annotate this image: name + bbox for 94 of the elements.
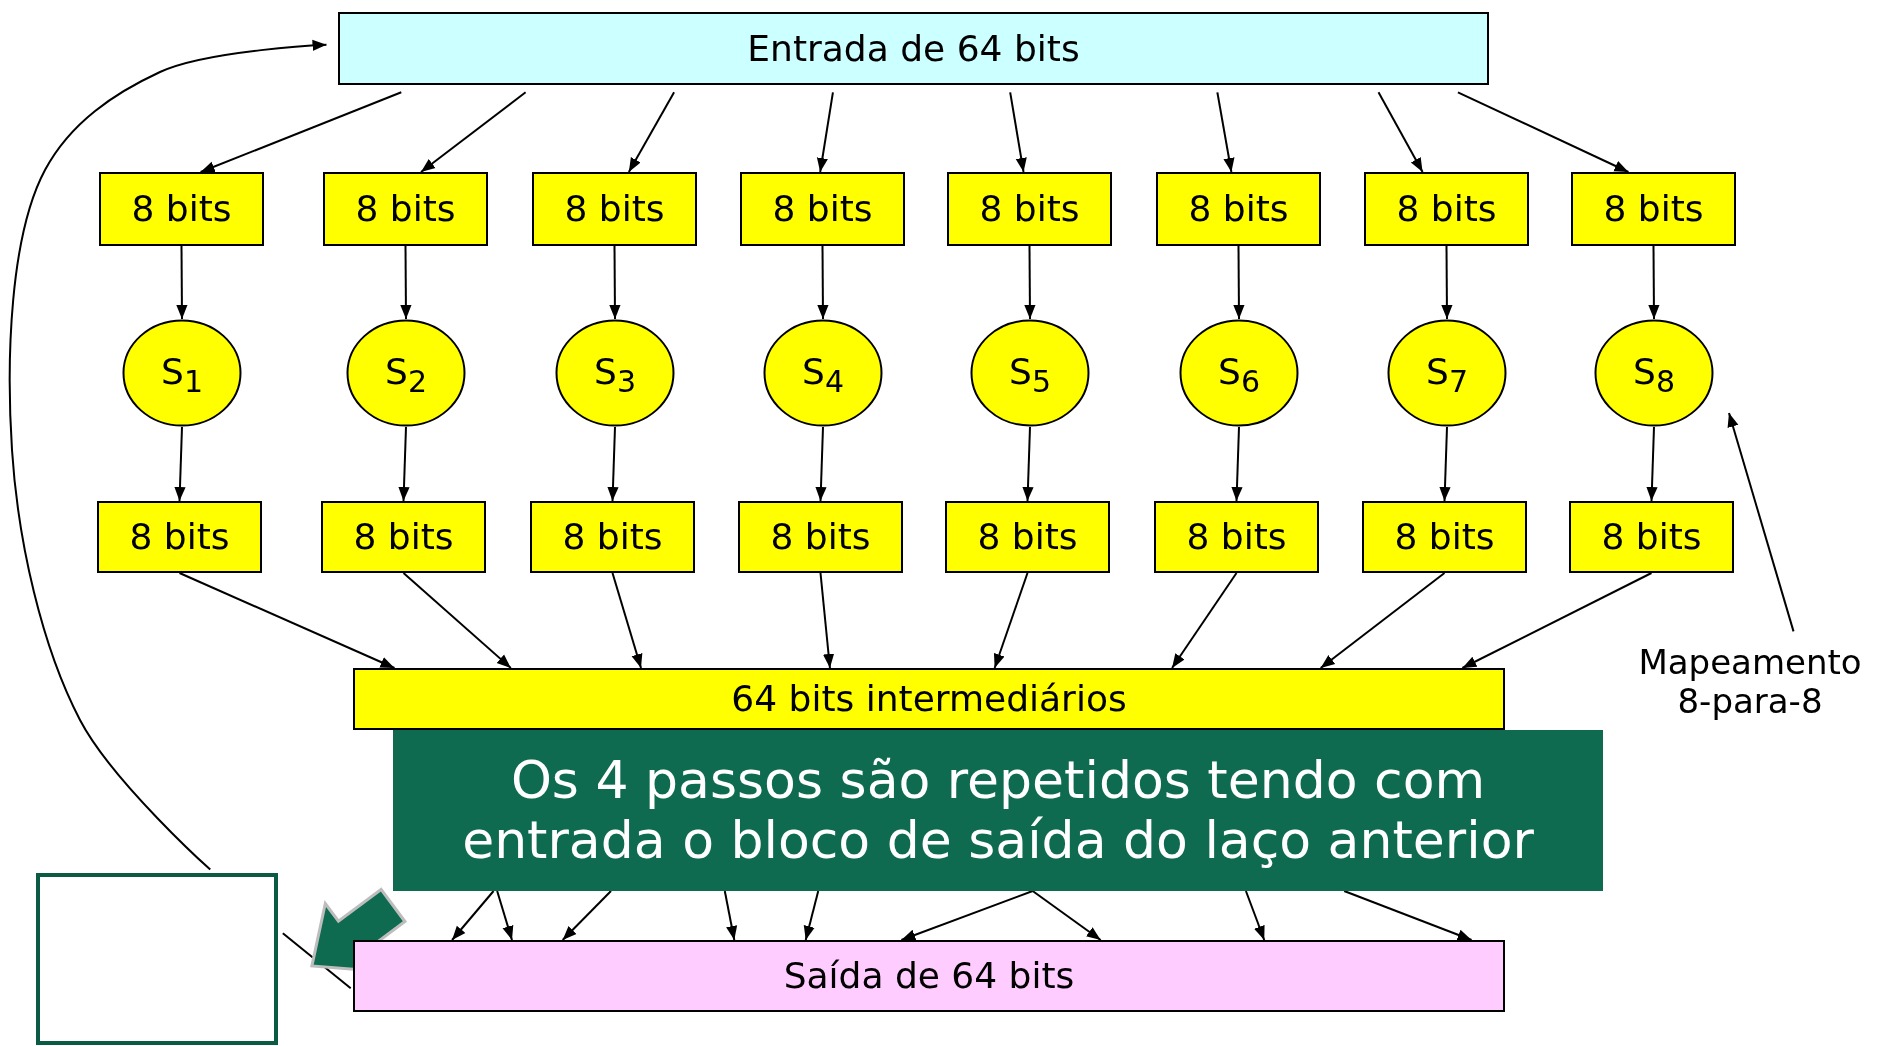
- arrow: [819, 572, 835, 669]
- process-box: [1154, 501, 1319, 573]
- arrow: [496, 890, 514, 941]
- box-label: Saída de 64 bits: [783, 955, 1075, 997]
- intermediate-box: [353, 668, 1505, 730]
- input-box: [338, 12, 1489, 85]
- empty-box: [36, 873, 278, 1045]
- arrow: [609, 245, 621, 320]
- arrow: [1648, 245, 1660, 320]
- arrow: [611, 572, 643, 669]
- arrow: [627, 91, 676, 173]
- box-label: 8 bits: [129, 516, 230, 558]
- arrow: [400, 245, 412, 320]
- annotation-text: Mapeamento 8-para-8: [1637, 642, 1863, 722]
- arrow: [1233, 245, 1245, 320]
- box-label: 8 bits: [1601, 516, 1702, 558]
- arrow: [176, 245, 188, 320]
- arrow: [1377, 91, 1424, 173]
- arrow: [815, 426, 827, 502]
- sbox-label: S$_{3}$: [594, 350, 636, 400]
- box-label: 8 bits: [1394, 516, 1495, 558]
- box-label: 8 bits: [355, 188, 456, 230]
- box-label: 8 bits: [772, 188, 873, 230]
- arrow: [1231, 426, 1243, 502]
- process-box: [1156, 172, 1321, 246]
- arrow: [1171, 572, 1238, 669]
- box-label: 8 bits: [1396, 188, 1497, 230]
- callout-text: Os 4 passos são repetidos tendo com entrada o bloco de saída do laço anterior: [461, 750, 1535, 871]
- process-box: [532, 172, 697, 246]
- box-label: 8 bits: [562, 516, 663, 558]
- process-box: [1569, 501, 1734, 573]
- box-label: 8 bits: [977, 516, 1078, 558]
- process-box: [321, 501, 486, 573]
- box-label: 8 bits: [770, 516, 871, 558]
- process-box: [947, 172, 1112, 246]
- arrow: [607, 426, 619, 502]
- box-label: 8 bits: [979, 188, 1080, 230]
- arrow: [803, 890, 820, 941]
- sbox-label: S$_{2}$: [385, 350, 427, 400]
- sbox-label: S$_{6}$: [1218, 350, 1260, 400]
- box-label: 64 bits intermediários: [731, 678, 1127, 720]
- arrow: [451, 890, 495, 941]
- process-box: [945, 501, 1110, 573]
- process-box: [740, 172, 905, 246]
- arrow: [1646, 426, 1658, 502]
- arrow: [1244, 890, 1266, 941]
- arrow: [1343, 890, 1473, 941]
- box-label: 8 bits: [131, 188, 232, 230]
- process-box: [738, 501, 903, 573]
- box-label: 8 bits: [1186, 516, 1287, 558]
- process-box: [323, 172, 488, 246]
- arrow: [561, 890, 612, 941]
- output-box: [353, 940, 1505, 1012]
- arrow: [993, 572, 1029, 669]
- arrow: [1441, 245, 1453, 320]
- arrow: [402, 572, 512, 669]
- curved-arrow: [8, 39, 328, 871]
- arrow: [178, 572, 396, 669]
- arrow: [1439, 426, 1451, 502]
- sbox-label: S$_{1}$: [161, 350, 203, 400]
- arrow: [1022, 426, 1034, 502]
- arrow: [1031, 890, 1102, 941]
- arrow: [199, 91, 403, 173]
- sbox-label: S$_{7}$: [1426, 350, 1468, 400]
- box-label: Entrada de 64 bits: [747, 27, 1080, 70]
- arrow: [1727, 411, 1795, 633]
- arrow: [1456, 91, 1630, 173]
- sbox-label: S$_{8}$: [1633, 350, 1675, 400]
- arrow: [816, 91, 834, 173]
- arrow: [723, 890, 738, 941]
- arrow: [817, 245, 829, 320]
- process-box: [1362, 501, 1527, 573]
- connector-line: [281, 932, 352, 990]
- arrow: [1319, 572, 1446, 669]
- callout-box: [393, 730, 1603, 891]
- process-box: [99, 172, 264, 246]
- arrow: [1216, 91, 1235, 173]
- arrow: [398, 426, 410, 502]
- sbox-label: S$_{5}$: [1009, 350, 1051, 400]
- arrow: [420, 91, 527, 173]
- arrow: [1009, 91, 1027, 173]
- arrow: [900, 890, 1034, 941]
- box-label: 8 bits: [564, 188, 665, 230]
- arrow: [174, 426, 186, 502]
- process-box: [97, 501, 262, 573]
- box-label: 8 bits: [1188, 188, 1289, 230]
- sbox-label: S$_{4}$: [802, 350, 844, 400]
- process-box: [530, 501, 695, 573]
- box-label: 8 bits: [353, 516, 454, 558]
- box-label: 8 bits: [1603, 188, 1704, 230]
- arrow: [1461, 572, 1653, 669]
- process-box: [1364, 172, 1529, 246]
- arrow: [1024, 245, 1036, 320]
- process-box: [1571, 172, 1736, 246]
